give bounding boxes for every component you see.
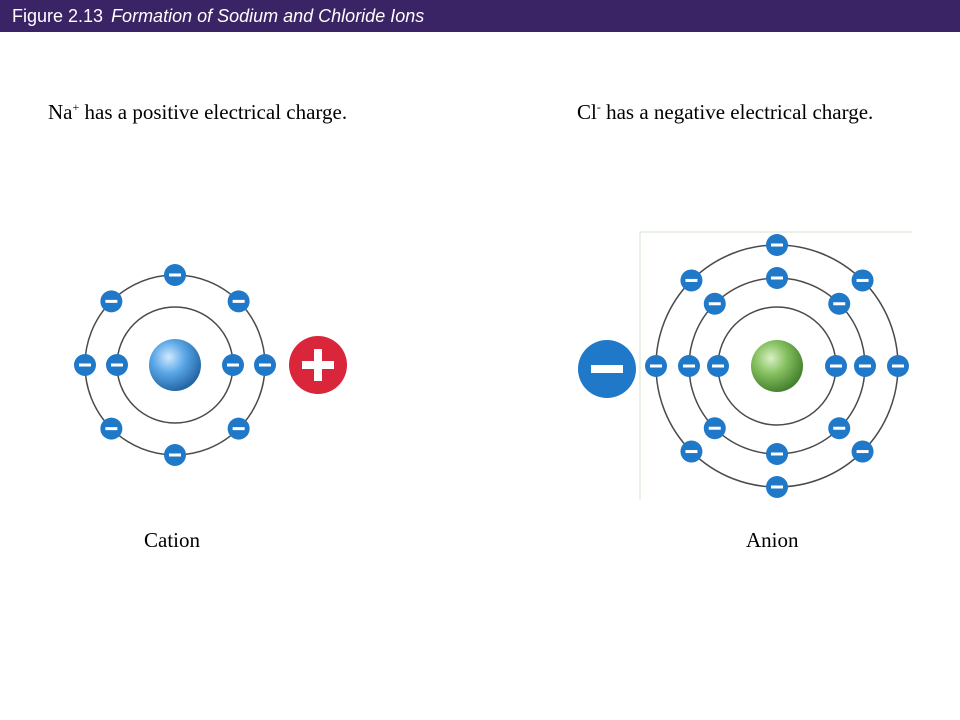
electron [100,290,123,313]
electron [851,269,874,292]
electron [100,417,123,440]
cation-label: Cation [144,528,200,552]
chlorine-charge-sign: - [596,100,601,114]
electron [828,417,851,440]
electron [766,267,788,289]
chlorine-nucleus [751,340,803,392]
electron [766,234,788,256]
electron [703,292,726,315]
electron [227,290,250,313]
chlorine-caption: Cl- has a negative electrical charge. [577,100,873,125]
electron [851,440,874,463]
electron [164,264,186,286]
sodium-caption: Na+ has a positive electrical charge. [48,100,347,125]
electron [766,443,788,465]
electron [645,355,667,377]
figure-title: Formation of Sodium and Chloride Ions [111,6,425,26]
electron [254,354,276,376]
electron [887,355,909,377]
electron [106,354,128,376]
electron [854,355,876,377]
electron [766,476,788,498]
chlorine-atom [578,231,912,500]
electron [164,444,186,466]
electron [74,354,96,376]
electron [680,440,703,463]
sodium-nucleus [149,339,201,391]
electron [222,354,244,376]
electron [825,355,847,377]
chlorine-caption-text: has a negative electrical charge. [600,100,874,124]
electron [227,417,250,440]
figure-number: Figure 2.13 [12,6,104,26]
anion-label: Anion [746,528,799,552]
sodium-caption-text: has a positive electrical charge. [79,100,348,124]
electron [678,355,700,377]
sodium-charge-sign: + [72,100,80,114]
plus-icon [289,336,347,394]
electron [828,292,851,315]
figure-header: Figure 2.13 Formation of Sodium and Chlor… [0,0,960,32]
electron [680,269,703,292]
chlorine-symbol: Cl [577,100,597,124]
electron [703,417,726,440]
sodium-atom [74,264,347,466]
minus-icon [578,340,636,398]
electron [707,355,729,377]
sodium-symbol: Na [48,100,73,124]
